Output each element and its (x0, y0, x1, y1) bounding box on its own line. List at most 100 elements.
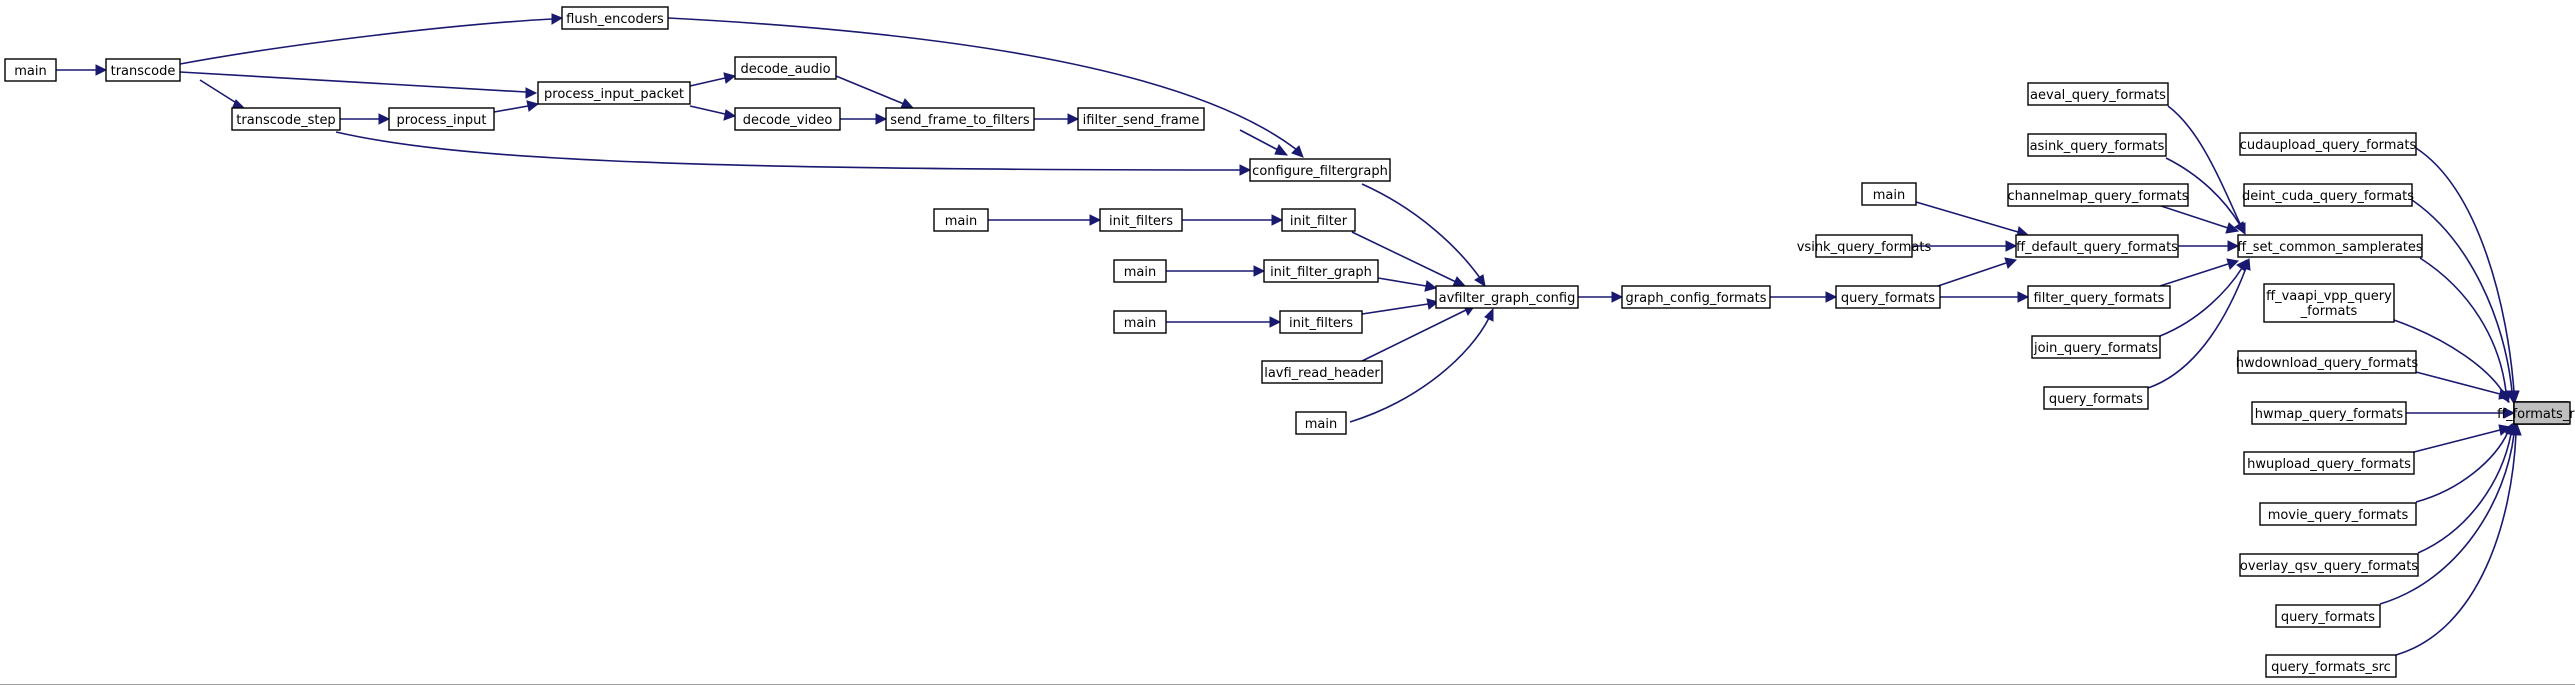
node-init-filters[interactable]: init_filters (1279, 310, 1363, 334)
edge-hwmap-ff-formats-ref (2406, 407, 2516, 419)
node-label: main (1124, 316, 1156, 331)
node-label: filter_query_formats (2034, 291, 2165, 306)
node-init-filters[interactable]: init_filters (1099, 208, 1183, 232)
node-hwdownload-query-formats[interactable]: hwdownload_query_formats (2236, 350, 2419, 374)
edge-init-filter-graph-avfilter-graph-config (1377, 277, 1438, 292)
edge-transcode-flush-encoders (179, 13, 564, 65)
node-hwupload-query-formats[interactable]: hwupload_query_formats (2243, 451, 2415, 475)
node-configure-filtergraph[interactable]: configure_filtergraph (1249, 158, 1391, 182)
node-ff-formats-ref-box[interactable]: ff_formats_ref (2497, 401, 2575, 425)
node-filter-query-formats[interactable]: filter_query_formats (2027, 285, 2171, 309)
node-label: join_query_formats (2033, 341, 2158, 356)
node-ff-set-common-samplerates[interactable]: ff_set_common_samplerates (2237, 234, 2423, 258)
edge-deint-cuda-ff-formats-ref (2411, 199, 2518, 404)
node-label: overlay_qsv_query_formats (2240, 559, 2418, 574)
node-main[interactable]: main (933, 208, 989, 232)
edge-hwdownload-ff-formats-ref (2415, 371, 2512, 400)
node-transcode-step[interactable]: transcode_step (231, 107, 341, 131)
node-label-line2: _formats (2300, 304, 2358, 319)
node-deint-cuda-query-formats[interactable]: deint_cuda_query_formats (2242, 183, 2414, 207)
node-label: main (1873, 188, 1905, 203)
edge-query-formats-ff-default-query-formats (1937, 257, 2018, 287)
node-channelmap-query-formats[interactable]: channelmap_query_formats (2007, 183, 2189, 207)
edge-overlay-qsv-ff-formats-ref (2417, 422, 2516, 554)
edge-process-input-packet-decode-audio (689, 72, 737, 87)
edge-process-input-packet-decode-video (689, 105, 737, 121)
node-init-filter-graph[interactable]: init_filter_graph (1263, 259, 1379, 283)
node-label: hwmap_query_formats (2255, 407, 2404, 422)
node-init-filter[interactable]: init_filter (1281, 208, 1356, 232)
edge-asink-ff-set-common-samplerates (2165, 157, 2246, 234)
edge-flush-encoders-configure-filtergraph (667, 17, 1304, 158)
node-aeval-query-formats[interactable]: aeval_query_formats (2027, 82, 2169, 106)
node-movie-query-formats[interactable]: movie_query_formats (2259, 502, 2417, 526)
edge-main-init-filter-graph (1166, 265, 1266, 277)
node-cudaupload-query-formats[interactable]: cudaupload_query_formats (2239, 132, 2417, 156)
node-label: deint_cuda_query_formats (2242, 189, 2414, 204)
node-query-formats[interactable]: query_formats (1835, 285, 1941, 309)
node-ff-default-query-formats[interactable]: ff_default_query_formats (2015, 234, 2179, 258)
node-avfilter-graph-config[interactable]: avfilter_graph_config (1435, 285, 1579, 309)
edge-process-input-process-input-packet (493, 100, 540, 113)
node-label: ff_set_common_samplerates (2237, 240, 2423, 255)
node-label: decode_video (743, 113, 833, 128)
node-label: cudaupload_query_formats (2240, 138, 2417, 153)
node-process-input-packet[interactable]: process_input_packet (537, 81, 691, 105)
edge-main-transcode (56, 64, 108, 76)
edge-send-frame-ifilter-send-frame (1034, 113, 1080, 125)
node-join-query-formats[interactable]: join_query_formats (2031, 335, 2161, 359)
node-label: main (945, 214, 977, 229)
edge-transcode-step-configure-filtergraph (335, 131, 1252, 176)
node-query-formats[interactable]: query_formats (2275, 604, 2381, 628)
edge-cudaupload-ff-formats-ref (2415, 147, 2520, 404)
node-label: init_filters (1109, 214, 1173, 229)
node-hwmap-query-formats[interactable]: hwmap_query_formats (2251, 401, 2407, 425)
node-label: process_input_packet (544, 87, 684, 102)
node-main[interactable]: main (1861, 182, 1917, 206)
node-send-frame-to-filters[interactable]: send_frame_to_filters (885, 107, 1035, 131)
node-overlay-qsv-query-formats[interactable]: overlay_qsv_query_formats (2239, 553, 2419, 577)
node-label: asink_query_formats (2030, 139, 2165, 154)
node-ifilter-send-frame[interactable]: ifilter_send_frame (1077, 107, 1205, 131)
node-process-input[interactable]: process_input (388, 107, 495, 131)
node-decode-video[interactable]: decode_video (734, 107, 841, 131)
node-label: ff_default_query_formats (2016, 240, 2178, 255)
bottom-border (0, 684, 2575, 685)
node-decode-audio[interactable]: decode_audio (734, 56, 837, 80)
edge-init-filters-a-init-filter (1182, 214, 1284, 226)
edge-channelmap-ff-set-common-samplerates (2157, 204, 2240, 234)
node-lavfi-read-header[interactable]: lavfi_read_header (1261, 360, 1383, 384)
node-ff-vaapi-vpp-query-formats[interactable]: ff_vaapi_vpp_query _formats (2263, 283, 2395, 323)
node-main[interactable]: main (4, 58, 57, 82)
edge-query-formats-b-ff-set-common-samplerates (2147, 257, 2251, 389)
node-label: graph_config_formats (1626, 291, 1767, 306)
node-label: lavfi_read_header (1264, 366, 1380, 381)
node-label: main (1305, 417, 1337, 432)
node-main[interactable]: main (1113, 259, 1167, 283)
node-label: process_input (397, 113, 487, 128)
node-label: transcode_step (236, 113, 335, 128)
node-label: vsink_query_formats (1797, 240, 1932, 255)
edge-query-formats-filter-query-formats (1940, 291, 2030, 303)
edge-decode-video-send-frame (840, 113, 888, 125)
node-transcode[interactable]: transcode (105, 58, 181, 82)
node-main[interactable]: main (1113, 310, 1167, 334)
edge-main-init-filters-b (1166, 316, 1282, 328)
node-query-formats-src[interactable]: query_formats_src (2265, 654, 2397, 678)
node-label: query_formats_src (2271, 660, 2391, 675)
node-label: hwdownload_query_formats (2236, 356, 2419, 371)
node-graph-config-formats[interactable]: graph_config_formats (1621, 285, 1771, 309)
edge-decode-audio-send-frame (835, 75, 915, 109)
edge-ff-default-ff-set-common-samplerates (2178, 240, 2240, 252)
node-main[interactable]: main (1295, 411, 1347, 435)
node-label: configure_filtergraph (1252, 164, 1388, 179)
edge-avfilter-graph-config-graph-config-formats (1578, 291, 1624, 303)
node-query-formats[interactable]: query_formats (2043, 386, 2149, 410)
edge-ifilter-send-frame-configure-filtergraph (1239, 129, 1289, 156)
node-asink-query-formats[interactable]: asink_query_formats (2027, 133, 2167, 157)
edge-transcode-process-input-packet (179, 71, 538, 99)
edge-filter-query-ff-set-common-samplerates (2159, 258, 2240, 287)
node-vsink-query-formats[interactable]: vsink_query_formats (1797, 234, 1932, 258)
node-flush-encoders[interactable]: flush_encoders (561, 6, 669, 30)
